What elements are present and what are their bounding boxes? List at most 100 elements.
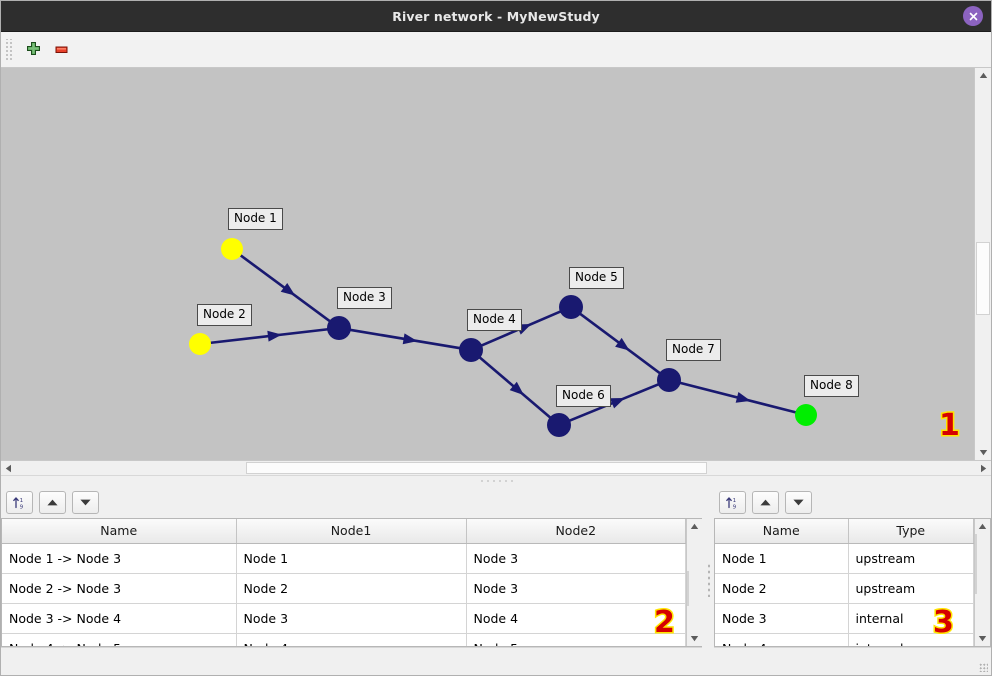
table-cell[interactable]: Node 3 xyxy=(236,603,467,634)
links-panel-status-strip xyxy=(1,647,702,675)
canvas-hscroll-thumb[interactable] xyxy=(246,462,708,474)
graph-node-label-node-6[interactable]: Node 6 xyxy=(556,385,611,407)
arrow-down-icon[interactable] xyxy=(785,491,812,514)
scroll-right-arrow-icon[interactable] xyxy=(976,461,991,475)
canvas-hscroll-track[interactable] xyxy=(16,461,976,475)
river-network-graph[interactable]: Node 1 Node 2 Node 3 Node 4 Node 5 Node 6 Node… xyxy=(1,68,974,460)
arrow-up-icon[interactable] xyxy=(752,491,779,514)
canvas-vertical-scrollbar[interactable] xyxy=(974,68,991,460)
nodes-vscroll-thumb[interactable] xyxy=(975,534,977,595)
graph-node-label-node-1[interactable]: Node 1 xyxy=(228,208,283,230)
nodes-vertical-scrollbar[interactable] xyxy=(974,519,990,646)
canvas-vscroll-track[interactable] xyxy=(975,83,991,445)
vsplitter-grip-icon xyxy=(706,563,710,597)
nodes-scroll-down-arrow-icon[interactable] xyxy=(975,631,990,646)
sort-icon[interactable]: 1 9 xyxy=(6,491,33,514)
graph-node-node-6[interactable] xyxy=(547,413,571,437)
links-scroll-down-arrow-icon[interactable] xyxy=(687,631,702,646)
links-vscroll-thumb[interactable] xyxy=(687,570,689,606)
scroll-left-arrow-icon[interactable] xyxy=(1,461,16,475)
graph-node-label-node-8[interactable]: Node 8 xyxy=(804,375,859,397)
column-header-node2[interactable]: Node2 xyxy=(466,519,686,544)
graph-node-node-8[interactable] xyxy=(795,404,817,426)
table-cell[interactable]: internal xyxy=(848,603,974,634)
vertical-splitter[interactable] xyxy=(702,485,714,675)
table-cell[interactable]: upstream xyxy=(848,543,974,574)
arrow-down-icon[interactable] xyxy=(72,491,99,514)
table-cell[interactable]: Node 5 xyxy=(466,633,686,646)
graph-node-node-3[interactable] xyxy=(327,316,351,340)
column-header-name[interactable]: Name xyxy=(2,519,237,544)
table-cell[interactable]: Node 4 xyxy=(236,633,467,646)
graph-node-label-node-4[interactable]: Node 4 xyxy=(467,309,522,331)
graph-edge-arrowhead xyxy=(509,381,524,396)
graph-edges-layer xyxy=(189,238,817,437)
table-cell[interactable]: Node 1 xyxy=(236,543,467,574)
table-cell[interactable]: internal xyxy=(848,633,974,646)
graph-node-label-node-5[interactable]: Node 5 xyxy=(569,267,624,289)
graph-node-label-node-7[interactable]: Node 7 xyxy=(666,339,721,361)
column-header-node1[interactable]: Node1 xyxy=(236,519,467,544)
graph-node-node-5[interactable] xyxy=(559,295,583,319)
table-cell[interactable]: Node 4 xyxy=(466,603,686,634)
table-cell[interactable]: Node 2 xyxy=(715,573,849,604)
nodes-table-row[interactable]: Node 4internal xyxy=(715,633,974,646)
scroll-down-arrow-icon[interactable] xyxy=(975,445,991,460)
column-header-type[interactable]: Type xyxy=(848,519,974,544)
links-vscroll-track[interactable] xyxy=(687,534,702,631)
chevron-down-glyph xyxy=(690,636,699,642)
table-cell[interactable]: Node 3 xyxy=(715,603,849,634)
graph-node-label-node-3[interactable]: Node 3 xyxy=(337,287,392,309)
nodes-vscroll-track[interactable] xyxy=(975,534,990,631)
chevron-down-glyph xyxy=(979,450,987,456)
graph-node-node-4[interactable] xyxy=(459,338,483,362)
arrow-up-glyph xyxy=(760,499,771,506)
horizontal-splitter[interactable] xyxy=(1,475,991,485)
table-cell[interactable]: Node 1 xyxy=(715,543,849,574)
table-cell[interactable]: Node 4 -> Node 5 xyxy=(2,633,237,646)
graph-node-label-node-2[interactable]: Node 2 xyxy=(197,304,252,326)
close-icon[interactable] xyxy=(963,6,983,26)
window-title: River network - MyNewStudy xyxy=(392,8,600,24)
chevron-down-glyph xyxy=(978,636,987,642)
table-cell[interactable]: Node 4 xyxy=(715,633,849,646)
arrow-up-icon[interactable] xyxy=(39,491,66,514)
graph-node-node-1[interactable] xyxy=(221,238,243,260)
scroll-up-arrow-icon[interactable] xyxy=(975,68,991,83)
canvas-vscroll-thumb[interactable] xyxy=(976,242,990,315)
table-cell[interactable]: Node 2 -> Node 3 xyxy=(2,573,237,604)
links-vertical-scrollbar[interactable] xyxy=(686,519,702,646)
main-toolbar xyxy=(1,32,991,68)
toolbar-drag-handle[interactable] xyxy=(5,38,13,61)
nodes-scroll-up-arrow-icon[interactable] xyxy=(975,519,990,534)
add-plus-icon[interactable] xyxy=(19,36,47,64)
arrow-down-glyph xyxy=(80,499,91,506)
sort-icon[interactable]: 1 9 xyxy=(719,491,746,514)
table-cell[interactable]: Node 3 -> Node 4 xyxy=(2,603,237,634)
graph-node-node-2[interactable] xyxy=(189,333,211,355)
table-cell[interactable]: Node 2 xyxy=(236,573,467,604)
table-cell[interactable]: Node 1 -> Node 3 xyxy=(2,543,237,574)
chevron-up-glyph xyxy=(979,72,987,78)
links-scroll-up-arrow-icon[interactable] xyxy=(687,519,702,534)
table-cell[interactable]: Node 3 xyxy=(466,543,686,574)
delete-minus-icon[interactable] xyxy=(47,36,75,64)
canvas-horizontal-scrollbar[interactable] xyxy=(1,460,991,475)
graph-node-node-7[interactable] xyxy=(657,368,681,392)
column-header-name[interactable]: Name xyxy=(715,519,849,544)
table-cell[interactable]: Node 3 xyxy=(466,573,686,604)
bottom-panels: 1 9 xyxy=(1,485,991,675)
table-cell[interactable]: upstream xyxy=(848,573,974,604)
window-resize-grip-icon[interactable] xyxy=(979,663,988,672)
